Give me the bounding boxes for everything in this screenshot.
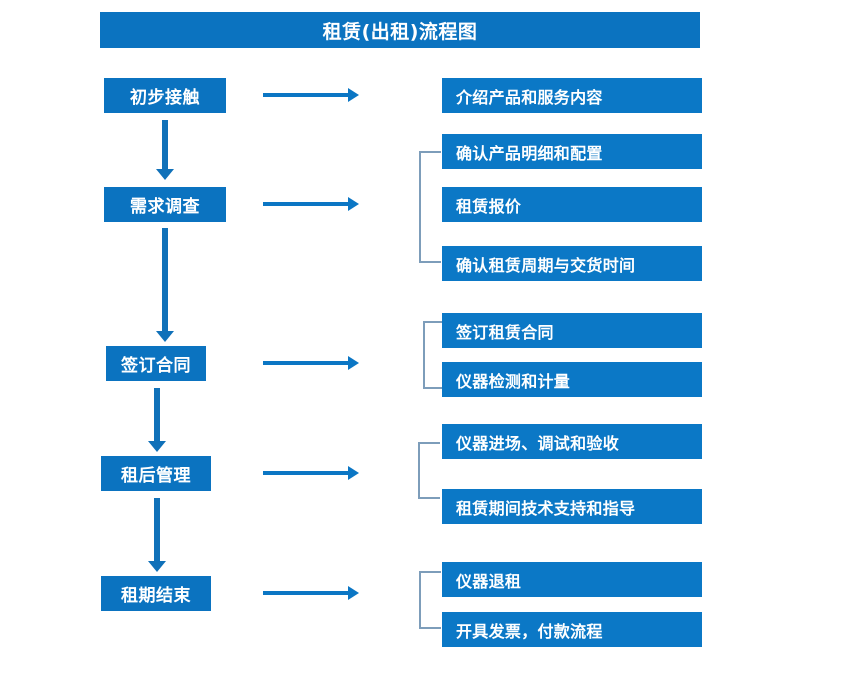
vertical-flow-arrow-3	[148, 388, 166, 452]
vertical-flow-arrow-2	[156, 228, 174, 342]
detail-box-instrument-return[interactable]: 仪器退租	[442, 562, 702, 597]
detail-box-rental-quote[interactable]: 租赁报价	[442, 187, 702, 222]
stage-box-post-rental-management[interactable]: 租后管理	[101, 456, 211, 491]
horizontal-arrow-3	[263, 356, 359, 370]
detail-box-instrument-inspection[interactable]: 仪器检测和计量	[442, 362, 702, 397]
detail-box-instrument-installation[interactable]: 仪器进场、调试和验收	[442, 424, 702, 459]
horizontal-arrow-2	[263, 197, 359, 211]
vertical-flow-arrow-4	[148, 498, 166, 572]
horizontal-arrow-4	[263, 466, 359, 480]
group-bracket-sign-contract	[423, 321, 443, 389]
stage-box-initial-contact[interactable]: 初步接触	[104, 78, 226, 113]
stage-box-lease-end[interactable]: 租期结束	[101, 576, 211, 611]
detail-box-sign-lease-agreement[interactable]: 签订租赁合同	[442, 313, 702, 348]
detail-box-technical-support[interactable]: 租赁期间技术支持和指导	[442, 489, 702, 524]
detail-box-introduce-products[interactable]: 介绍产品和服务内容	[442, 78, 702, 113]
detail-box-confirm-product-details[interactable]: 确认产品明细和配置	[442, 134, 702, 169]
group-bracket-lease-end	[419, 571, 441, 629]
detail-box-confirm-lease-period[interactable]: 确认租赁周期与交货时间	[442, 246, 702, 281]
detail-box-invoice-payment[interactable]: 开具发票，付款流程	[442, 612, 702, 647]
horizontal-arrow-5	[263, 586, 359, 600]
page-title: 租赁(出租)流程图	[100, 12, 700, 48]
stage-box-needs-survey[interactable]: 需求调查	[104, 187, 226, 222]
stage-box-sign-contract[interactable]: 签订合同	[106, 346, 206, 381]
group-bracket-post-rental-management	[418, 442, 440, 499]
group-bracket-needs-survey	[419, 151, 441, 263]
horizontal-arrow-1	[263, 88, 359, 102]
vertical-flow-arrow-1	[156, 120, 174, 180]
